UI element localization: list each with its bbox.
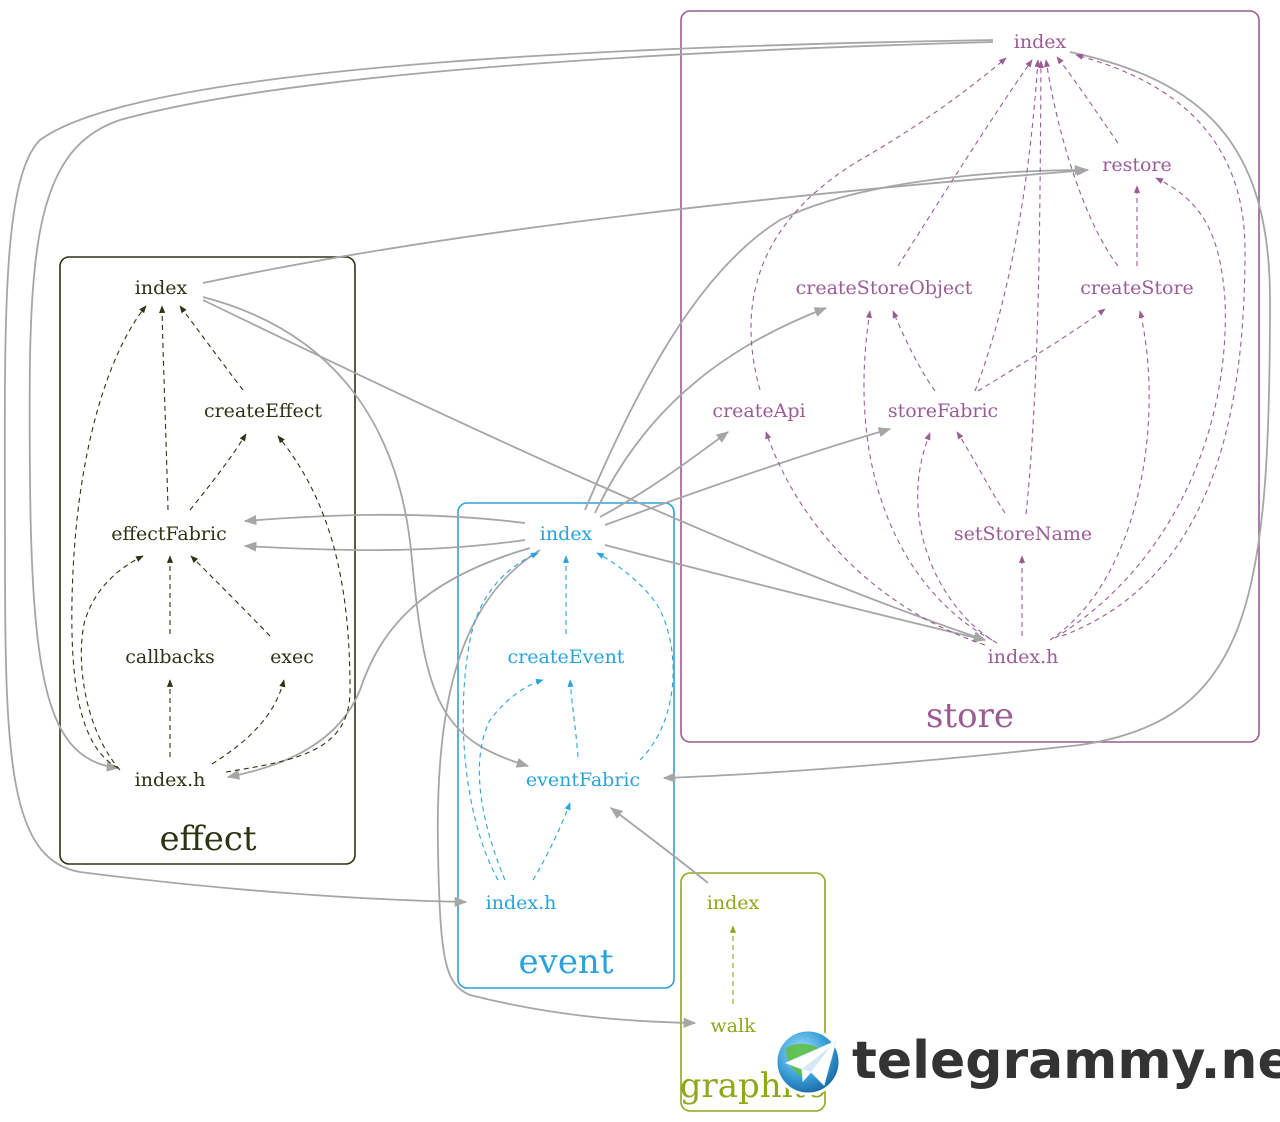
edge-store-createstoreobject-to-index [897, 59, 1033, 267]
edge-event-index-to-effect-indexh [226, 547, 531, 780]
event-node-createevent[interactable]: createEvent [508, 646, 625, 668]
watermark-text: telegrammy.net [852, 1031, 1280, 1091]
edge-event-eventfabric-to-createevent [567, 679, 579, 758]
store-node-storefabric[interactable]: storeFabric [888, 400, 998, 422]
event-internal-edges [462, 552, 674, 881]
edge-event-index-to-store-storefabric [604, 427, 892, 526]
cluster-graphite [680, 872, 826, 1112]
cluster-store [680, 10, 1260, 743]
edge-store-indexh-to-index [1061, 53, 1246, 637]
edge-store-createapi-to-index [750, 57, 1007, 391]
event-node-indexh[interactable]: index.h [486, 892, 557, 914]
graphite-node-index[interactable]: index [707, 892, 760, 914]
cluster-effect-frame [59, 256, 356, 865]
edge-effect-index-to-store-restore [202, 165, 1090, 284]
edge-event-index-to-graphite-walk [436, 549, 697, 1028]
cluster-event-frame [457, 502, 675, 989]
cluster-store-frame [680, 10, 1260, 743]
watermark: telegrammy.net [774, 1028, 1280, 1096]
effect-node-createeffect[interactable]: createEffect [204, 400, 322, 422]
edge-effect-indexh-to-createeffect [225, 435, 351, 773]
edge-store-storefabric-to-index [974, 59, 1041, 392]
edge-effect-exec-to-effectfabric [190, 555, 271, 637]
edge-effect-effectfabric-to-index [159, 305, 169, 511]
edge-store-index-to-event-indexh [3, 39, 994, 907]
cluster-graphite-frame [680, 872, 826, 1112]
edge-store-storefabric-to-createstoreobject [892, 310, 936, 392]
edge-event-index-to-store-restore [584, 164, 1088, 511]
effect-node-effectfabric[interactable]: effectFabric [111, 523, 226, 545]
effect-node-exec[interactable]: exec [270, 646, 314, 668]
effect-internal-edges [71, 305, 351, 773]
edge-event-index-to-store-createstoreobject [594, 307, 828, 514]
edge-store-index-to-event-eventfabric [662, 51, 1271, 783]
edge-store-indexh-to-restore [1054, 177, 1226, 639]
edge-store-restore-to-index [1056, 56, 1119, 144]
store-node-createapi[interactable]: createApi [712, 400, 805, 422]
event-node-eventfabric[interactable]: eventFabric [526, 769, 640, 791]
effect-node-index[interactable]: index [135, 277, 188, 299]
edge-effect-indexh-to-exec [211, 679, 286, 765]
graphite-node-walk[interactable]: walk [710, 1015, 756, 1037]
event-cluster-label: event [518, 942, 613, 982]
edge-effect-createeffect-to-index [179, 305, 244, 391]
edge-store-setstorename-to-index [1025, 60, 1045, 515]
edge-effect-effectfabric-to-createeffect [189, 433, 247, 511]
edge-event-index-to-store-indexh [604, 544, 987, 643]
event-nodes: index createEvent eventFabric index.h ev… [486, 523, 641, 982]
store-cluster-label: store [926, 696, 1014, 736]
edge-event-index-to-store-createapi [599, 431, 730, 518]
edge-store-index-to-effect-indexh [28, 41, 994, 772]
edge-event-index-to-effectfabric-bottom [243, 539, 526, 552]
edge-graphite-index-to-event-eventfabric [609, 807, 709, 884]
store-nodes: index restore createStoreObject createSt… [712, 31, 1193, 736]
cross-edges [3, 39, 1271, 1028]
edge-event-indexh-to-createevent [478, 678, 544, 881]
store-node-createstoreobject[interactable]: createStoreObject [796, 277, 973, 299]
effect-cluster-label: effect [159, 819, 256, 859]
effect-node-callbacks[interactable]: callbacks [125, 646, 215, 668]
edge-store-indexh-to-createstoreobject [863, 310, 993, 641]
edge-event-index-to-effectfabric-top [243, 513, 526, 526]
store-internal-edges [750, 53, 1246, 646]
edge-event-indexh-to-index [462, 552, 539, 881]
edge-effect-index-to-store-indexh [202, 299, 987, 642]
store-node-createstore[interactable]: createStore [1080, 277, 1194, 299]
store-node-setstorename[interactable]: setStoreName [954, 523, 1092, 545]
effect-node-indexh[interactable]: index.h [135, 769, 206, 791]
edge-effect-index-to-event-eventfabric [202, 296, 530, 768]
store-node-index[interactable]: index [1014, 31, 1067, 53]
paper-plane-globe-icon [774, 1028, 842, 1096]
edge-effect-indexh-to-effectfabric [80, 555, 144, 771]
store-node-restore[interactable]: restore [1102, 154, 1171, 176]
edge-store-indexh-to-storefabric [917, 432, 998, 644]
store-node-indexh[interactable]: index.h [988, 646, 1059, 668]
event-node-index[interactable]: index [540, 523, 593, 545]
cluster-event [457, 502, 675, 989]
edge-store-createstore-to-index [1044, 59, 1119, 267]
effect-nodes: index createEffect effectFabric callback… [111, 277, 322, 859]
edge-store-setstorename-to-storefabric [956, 431, 1006, 514]
cluster-effect [59, 256, 356, 865]
edge-store-indexh-to-createstore [1049, 310, 1150, 641]
edge-store-storefabric-to-createstore [977, 308, 1106, 392]
edge-event-indexh-to-eventfabric [532, 802, 571, 881]
